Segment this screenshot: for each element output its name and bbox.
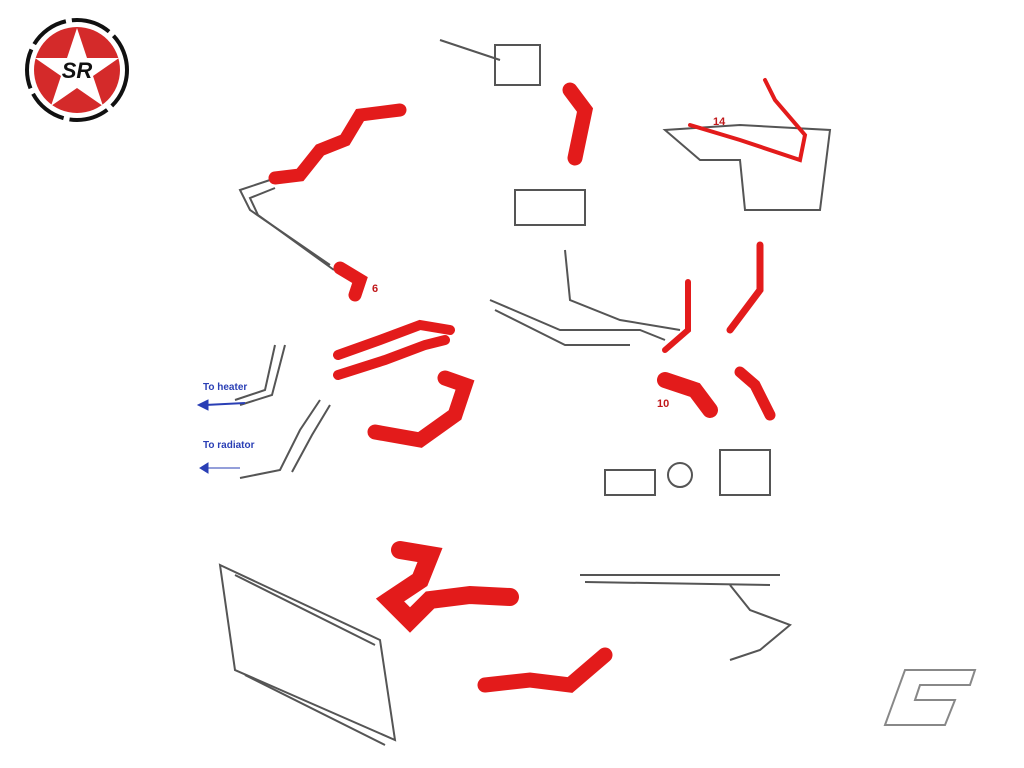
silicone-hoses: [268, 78, 808, 693]
hose-right-small: [734, 366, 776, 421]
hose-mid-right-1: [662, 279, 691, 353]
part-number-6: 6: [372, 283, 379, 295]
hose-14: [688, 78, 808, 163]
brand-mark: [883, 669, 977, 726]
sr-logo: SR: [25, 18, 129, 122]
hose-upper-left: [268, 103, 407, 185]
to-heater-label: To heater: [203, 382, 248, 393]
part-number-2: 2: [546, 665, 553, 677]
to-radiator-label: To radiator: [203, 440, 255, 451]
hose-mid-right-2: [726, 241, 764, 334]
metal-pipes: [218, 39, 832, 746]
hose-heater-pair: [333, 319, 455, 360]
hose-s: [367, 370, 475, 448]
hose-10: [657, 372, 718, 418]
hose-upper-radiator: [375, 541, 519, 633]
hose-6: [333, 261, 368, 302]
part-number-14: 14: [713, 116, 726, 128]
flow-arrows: [196, 399, 246, 474]
part-number-10: 10: [657, 398, 670, 410]
svg-text:SR: SR: [62, 58, 93, 83]
hose-2: [477, 647, 613, 693]
hose-top-center: [562, 82, 594, 166]
